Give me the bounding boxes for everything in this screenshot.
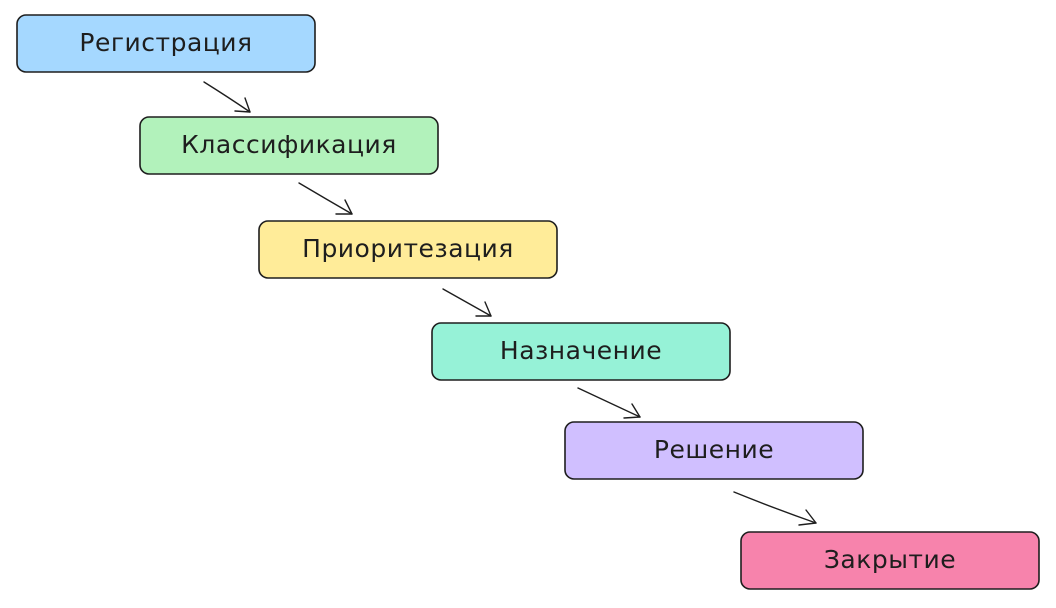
step-assignment-box bbox=[431, 322, 731, 381]
step-registration-box bbox=[16, 14, 316, 73]
step-resolution-label: Решение bbox=[654, 435, 774, 464]
step-assignment[interactable]: Назначение bbox=[431, 322, 731, 381]
step-registration-label: Регистрация bbox=[79, 28, 252, 57]
step-prioritization-box bbox=[258, 220, 558, 279]
step-prioritization-label: Приоритезация bbox=[302, 234, 514, 263]
arrow-3 bbox=[442, 288, 492, 317]
step-resolution[interactable]: Решение bbox=[564, 421, 864, 480]
step-classification-label: Классификация bbox=[181, 130, 397, 159]
step-closure-box bbox=[740, 531, 1040, 590]
step-closure-label: Закрытие bbox=[824, 545, 956, 574]
arrow-2 bbox=[298, 182, 353, 215]
step-assignment-label: Назначение bbox=[500, 336, 662, 365]
arrow-5 bbox=[733, 491, 817, 526]
step-classification-box bbox=[139, 116, 439, 175]
arrow-1 bbox=[203, 81, 251, 113]
step-resolution-box bbox=[564, 421, 864, 480]
step-closure[interactable]: Закрытие bbox=[740, 531, 1040, 590]
step-classification[interactable]: Классификация bbox=[139, 116, 439, 175]
step-prioritization[interactable]: Приоритезация bbox=[258, 220, 558, 279]
step-registration[interactable]: Регистрация bbox=[16, 14, 316, 73]
arrow-4 bbox=[577, 387, 641, 419]
